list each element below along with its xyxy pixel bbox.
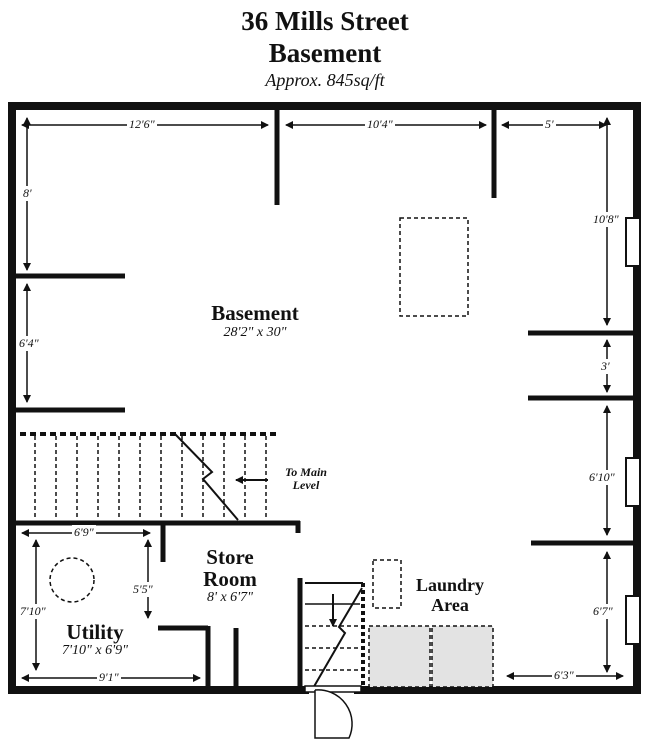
dim-right-upper: 10'8" (591, 212, 621, 227)
dim-utility-height: 7'10" (18, 604, 48, 619)
ceiling-hatch (399, 217, 469, 317)
dim-right-middle: 6'10" (587, 470, 617, 485)
laundry-stairs (304, 582, 365, 739)
utility-tank (49, 557, 95, 603)
window-right-lower (625, 595, 641, 645)
basement-room-dims: 28'2" x 30" (223, 325, 287, 340)
plan-area-subtitle: Approx. 845sq/ft (265, 70, 385, 90)
utility-room-name: Utility (66, 620, 124, 644)
outer-walls (8, 102, 641, 694)
dim-left-upper: 8' (21, 186, 34, 201)
basement-room-name: Basement (211, 301, 299, 325)
interior-walls (14, 108, 634, 690)
stairs-note-line1: To Main (285, 465, 327, 479)
dim-top-left: 12'6" (127, 117, 157, 132)
utility-room-dims: 7'10" x 6'9" (62, 643, 128, 658)
laundry-area-name-line2: Area (431, 595, 469, 615)
laundry-area-name-line1: Laundry (415, 575, 485, 595)
plan-level-title: Basement (268, 38, 382, 68)
store-room-dims: 8' x 6'7" (206, 590, 254, 605)
windows (625, 217, 641, 645)
main-stairs (20, 432, 278, 521)
store-room-name-line2: Room (203, 567, 257, 591)
dim-top-right: 5' (543, 117, 556, 132)
stairs-note-line2: Level (292, 478, 320, 492)
laundry-appliances (368, 625, 494, 688)
laundry-sink (372, 559, 402, 609)
dim-bottom-left: 9'1" (97, 670, 121, 685)
dim-right-lower: 6'7" (591, 604, 615, 619)
dim-bottom-right: 6'3" (552, 668, 576, 683)
dim-top-middle: 10'4" (365, 117, 395, 132)
dim-right-closet: 3' (599, 359, 612, 374)
window-right-middle (625, 457, 641, 507)
plan-address-title: 36 Mills Street (241, 6, 409, 36)
fixtures (49, 217, 469, 609)
store-room-name-line1: Store (206, 545, 254, 569)
dim-left-lower: 6'4" (17, 336, 41, 351)
window-right-upper (625, 217, 641, 267)
dim-store-height: 5'5" (131, 582, 155, 597)
dim-utility-width: 6'9" (72, 525, 96, 540)
